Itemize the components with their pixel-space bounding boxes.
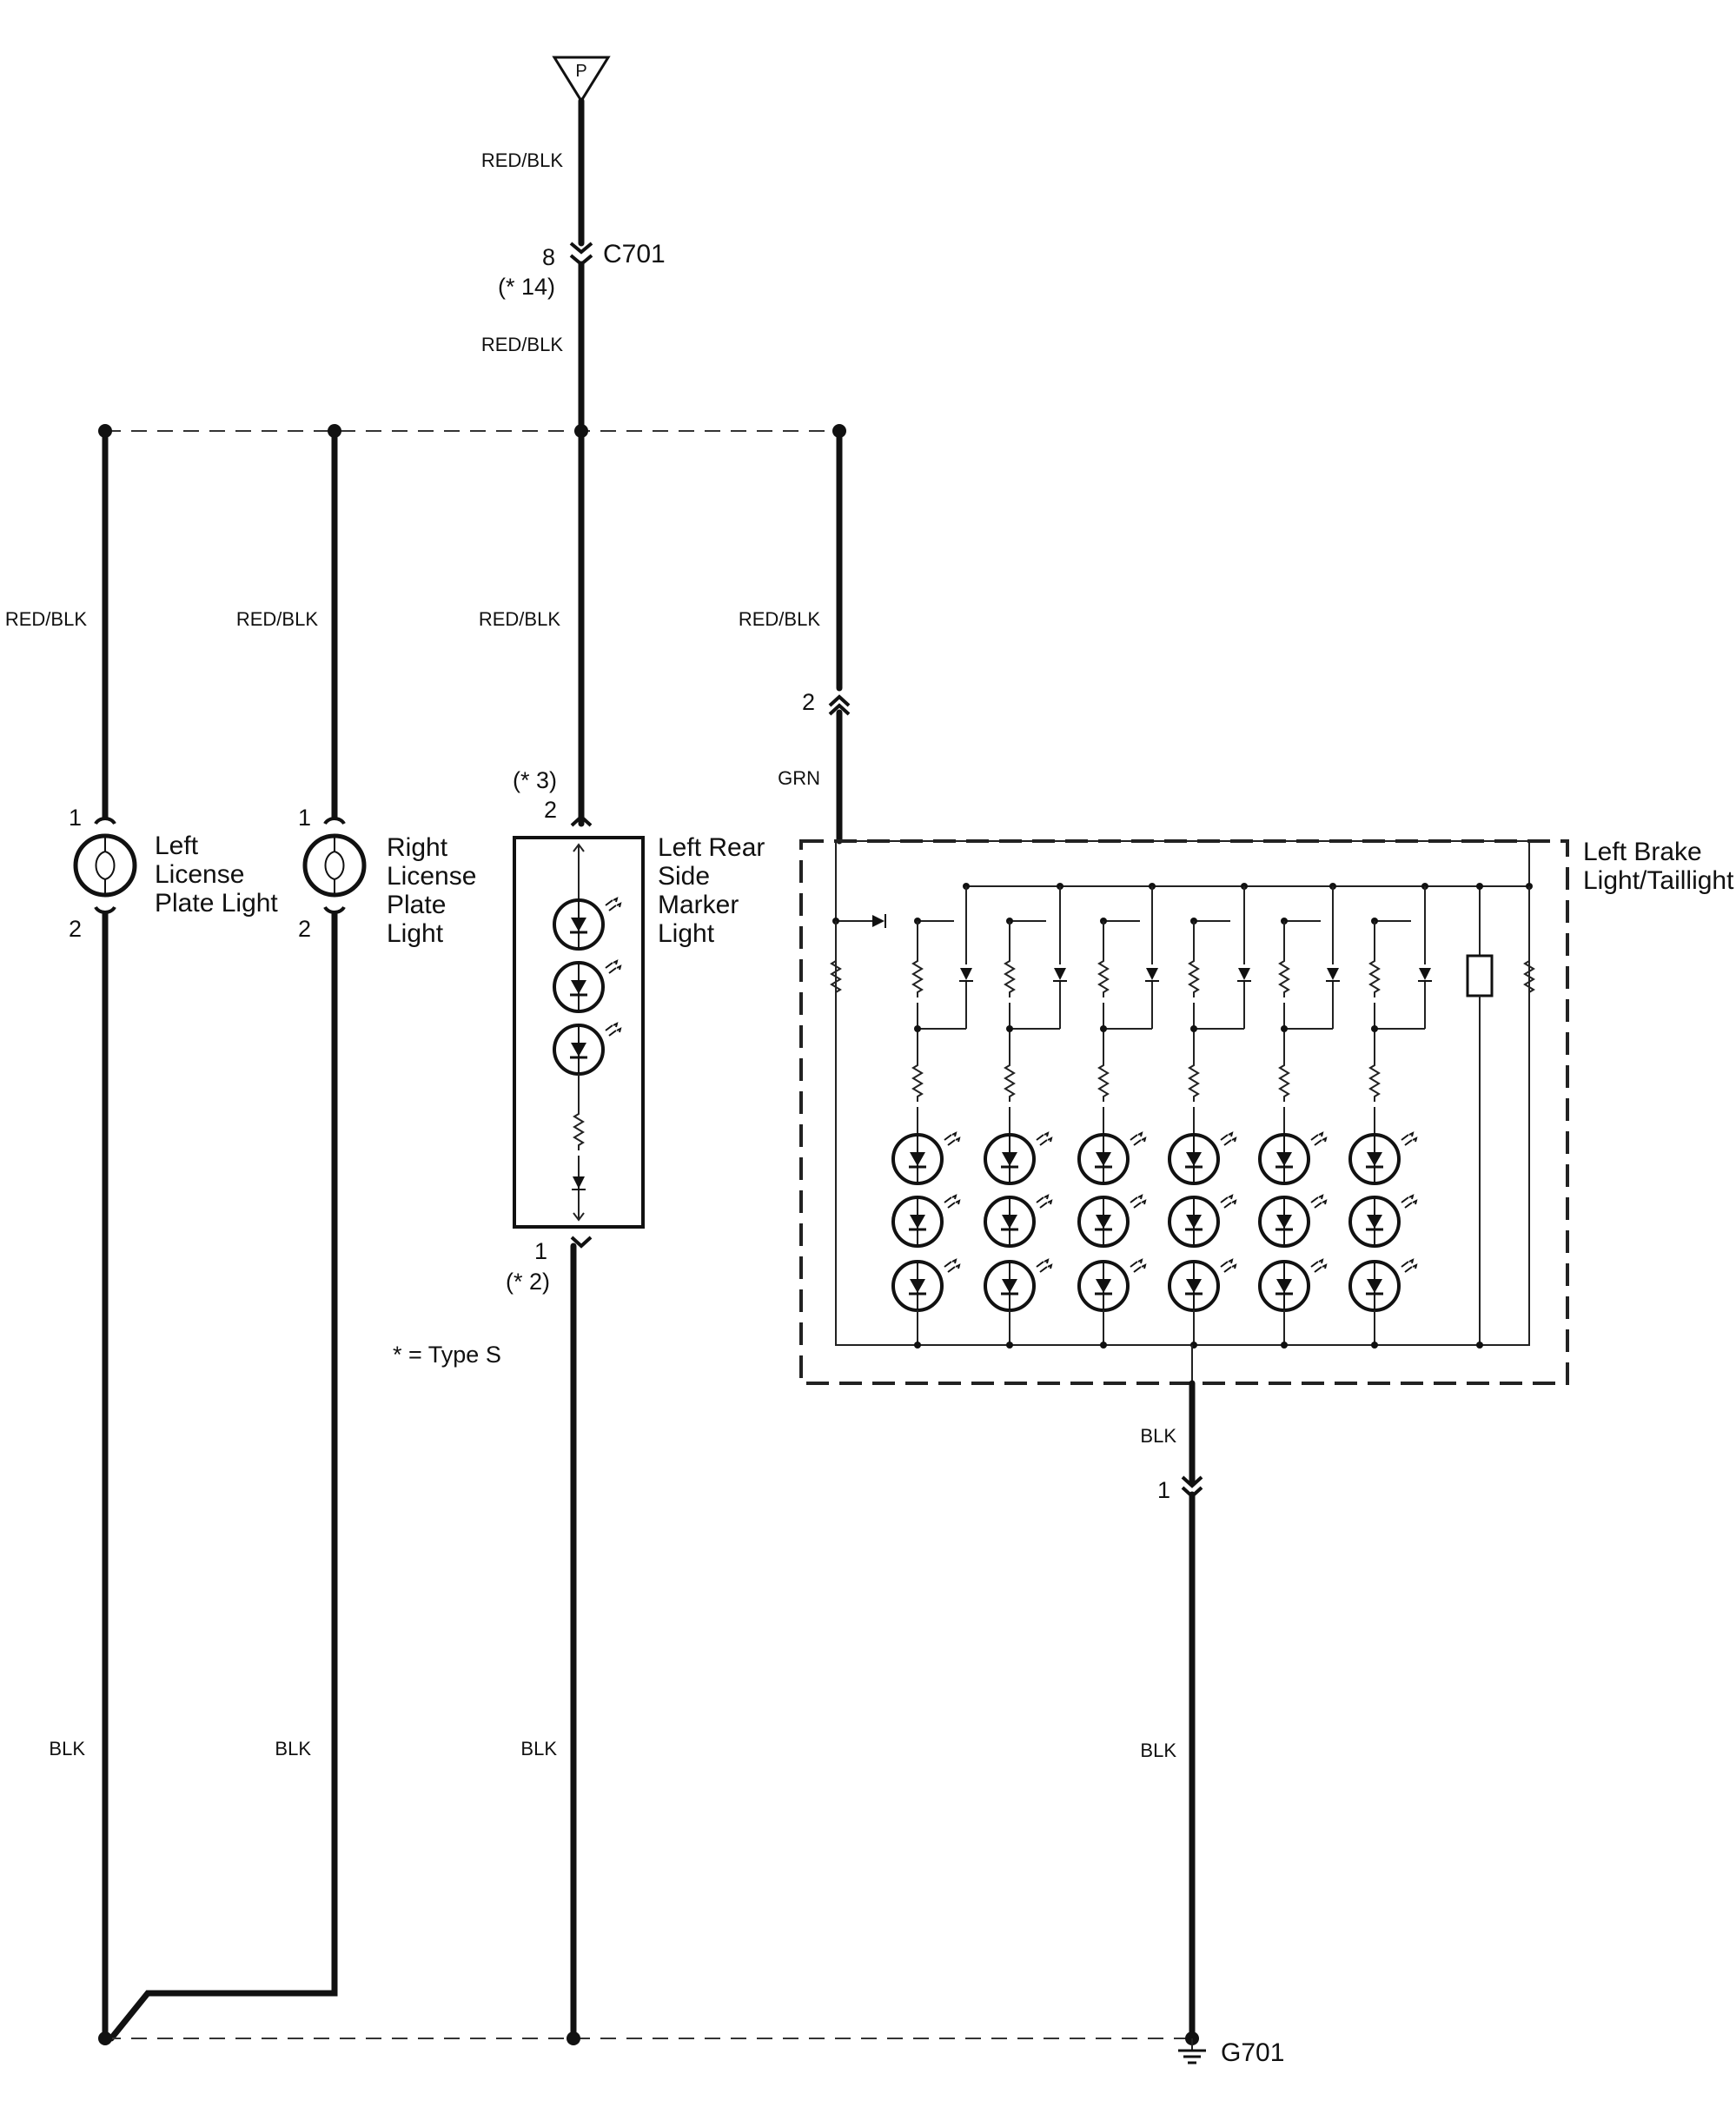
resistor-icon bbox=[912, 1059, 923, 1103]
resistor-icon bbox=[1279, 955, 1289, 998]
side-marker-label-line2: Side bbox=[658, 862, 710, 891]
resistor-icon bbox=[1004, 955, 1015, 998]
led-icon bbox=[1348, 1258, 1418, 1312]
ground-symbol-icon bbox=[1178, 2038, 1206, 2064]
led-icon bbox=[891, 1258, 961, 1312]
brake-grn-color: GRN bbox=[778, 767, 820, 789]
bulb-element-icon bbox=[1466, 954, 1494, 997]
bulb-icon bbox=[324, 836, 345, 895]
right-license-label-line3: Plate bbox=[387, 891, 446, 919]
right-license-ground-wire bbox=[108, 911, 338, 2042]
brake-label-line1: Left Brake bbox=[1583, 838, 1702, 866]
led-icon bbox=[1348, 1131, 1418, 1185]
led-icon bbox=[984, 1258, 1053, 1312]
right-license-plate-light bbox=[302, 817, 367, 914]
diode-icon bbox=[1052, 967, 1068, 982]
side-marker-pin-top: 2 bbox=[544, 797, 557, 823]
led-icon bbox=[891, 1194, 961, 1248]
power-source: P bbox=[552, 56, 611, 103]
side-marker-pin-top-alt: (* 3) bbox=[513, 767, 557, 793]
left-license-label-line3: Plate Light bbox=[155, 889, 278, 918]
side-marker-pin-bottom: 1 bbox=[534, 1238, 547, 1264]
led-icon bbox=[891, 1131, 961, 1185]
c701-pin: 8 bbox=[542, 244, 555, 270]
resistor-icon bbox=[1098, 1059, 1109, 1103]
led-icon bbox=[1258, 1131, 1328, 1185]
led-icon bbox=[1077, 1194, 1147, 1248]
resistor-icon bbox=[1369, 955, 1380, 998]
led-icon bbox=[1258, 1194, 1328, 1248]
brake-ground-upper-color: BLK bbox=[1140, 1425, 1176, 1447]
resistor-icon bbox=[1189, 1059, 1199, 1103]
ground-connector-pin: 1 bbox=[1157, 1477, 1170, 1503]
feed-top-wire-color: RED/BLK bbox=[481, 149, 563, 171]
c701-name: C701 bbox=[603, 240, 666, 268]
resistor-icon bbox=[1189, 955, 1199, 998]
splice-point bbox=[567, 2031, 580, 2045]
diode-icon bbox=[1417, 967, 1433, 982]
resistor-icon bbox=[912, 955, 923, 998]
side-marker-feed-color: RED/BLK bbox=[479, 608, 560, 630]
brake-feed-color: RED/BLK bbox=[739, 608, 820, 630]
side-marker-pin-bottom-alt: (* 2) bbox=[506, 1269, 550, 1295]
led-icon bbox=[1077, 1131, 1147, 1185]
resistor-icon bbox=[1369, 1059, 1380, 1103]
right-license-label-line1: Right bbox=[387, 833, 448, 862]
side-marker-label-line4: Light bbox=[658, 919, 715, 948]
led-icon bbox=[1168, 1131, 1237, 1185]
diode-icon bbox=[1236, 967, 1252, 982]
led-icon bbox=[984, 1131, 1053, 1185]
diode-icon bbox=[872, 914, 886, 928]
left-license-ground-color: BLK bbox=[49, 1738, 85, 1759]
side-marker-label-line3: Marker bbox=[658, 891, 739, 919]
resistor-icon bbox=[1098, 955, 1109, 998]
led-icon bbox=[984, 1194, 1053, 1248]
brake-connector bbox=[828, 694, 851, 716]
left-rear-side-marker-light bbox=[513, 836, 645, 1229]
right-license-label-line4: Light bbox=[387, 919, 444, 948]
diode-icon bbox=[1144, 967, 1160, 982]
right-license-pin-top: 1 bbox=[298, 805, 311, 831]
power-source-label: P bbox=[575, 62, 586, 81]
brake-label-line2: Light/Taillight bbox=[1583, 866, 1734, 895]
side-marker-ground-color: BLK bbox=[520, 1738, 557, 1759]
left-license-plate-light bbox=[73, 817, 137, 914]
left-license-pin-bottom: 2 bbox=[69, 916, 82, 942]
resistor-icon bbox=[1004, 1059, 1015, 1103]
led-icon bbox=[1258, 1258, 1328, 1312]
connector-c701: 8 C701 (* 14) bbox=[498, 240, 666, 300]
led-icon bbox=[1348, 1194, 1418, 1248]
ground-label: G701 bbox=[1221, 2038, 1284, 2067]
left-license-label-line2: License bbox=[155, 860, 244, 889]
bulb-icon bbox=[95, 836, 116, 895]
right-license-pin-bottom: 2 bbox=[298, 916, 311, 942]
right-license-feed-color: RED/BLK bbox=[236, 608, 318, 630]
resistor-icon bbox=[1279, 1059, 1289, 1103]
led-icon bbox=[1077, 1258, 1147, 1312]
diode-icon bbox=[958, 967, 974, 982]
right-license-label-line2: License bbox=[387, 862, 476, 891]
type-s-legend: * = Type S bbox=[393, 1342, 501, 1368]
left-license-pin-top: 1 bbox=[69, 805, 82, 831]
side-marker-label-line1: Left Rear bbox=[658, 833, 765, 862]
led-icon bbox=[1168, 1258, 1237, 1312]
brake-led-columns bbox=[891, 883, 1433, 1349]
splice-point bbox=[98, 2031, 112, 2045]
left-license-label-line1: Left bbox=[155, 832, 199, 860]
brake-connector-pin: 2 bbox=[802, 689, 815, 715]
brake-ground-lower-color: BLK bbox=[1140, 1740, 1176, 1761]
diode-icon bbox=[1325, 967, 1341, 982]
c701-alt-pin: (* 14) bbox=[498, 274, 555, 300]
left-license-feed-color: RED/BLK bbox=[5, 608, 87, 630]
right-license-ground-color: BLK bbox=[275, 1738, 311, 1759]
led-icon bbox=[1168, 1194, 1237, 1248]
feed-below-wire-color: RED/BLK bbox=[481, 334, 563, 355]
